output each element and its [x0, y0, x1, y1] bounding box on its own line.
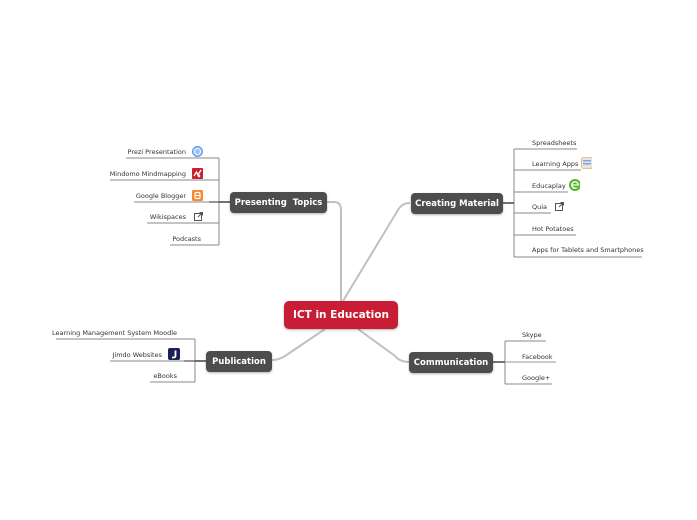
material-hot-potatoes[interactable]: Hot Potatoes: [532, 225, 574, 233]
topic-wikispaces[interactable]: Wikispaces: [150, 213, 186, 221]
topic-podcasts[interactable]: Podcasts: [172, 235, 201, 243]
material-label: Hot Potatoes: [532, 225, 574, 233]
branch-label: Publication: [212, 356, 266, 367]
branch-label: Presenting Topics: [234, 197, 323, 208]
topic-label: Prezi Presentation: [127, 148, 186, 156]
communication-label: Facebook: [522, 353, 553, 361]
publication-lms-moodle[interactable]: Learning Management System Moodle: [52, 329, 177, 337]
publication-ebooks[interactable]: eBooks: [153, 372, 177, 380]
branch-publication[interactable]: Publication: [206, 351, 272, 372]
prezi-icon[interactable]: [192, 146, 203, 157]
blogger-icon[interactable]: [192, 190, 203, 201]
branch-creating-material[interactable]: Creating Material: [411, 193, 503, 214]
communication-label: Google+: [522, 374, 551, 382]
topic-label: Wikispaces: [149, 213, 186, 221]
material-educaplay[interactable]: Educaplay: [532, 182, 566, 190]
material-label: Quia: [532, 203, 548, 211]
material-label: Educaplay: [532, 182, 566, 190]
mindomo-icon[interactable]: [192, 168, 203, 179]
communication-google-plus[interactable]: Google+: [522, 374, 550, 382]
external-link-icon[interactable]: [193, 211, 204, 222]
branch-label: Creating Material: [415, 198, 499, 209]
branch-presenting-topics[interactable]: Presenting Topics: [230, 192, 327, 213]
communication-facebook[interactable]: Facebook: [522, 353, 553, 361]
material-learning-apps[interactable]: Learning Apps: [532, 160, 578, 168]
material-spreadsheets[interactable]: Spreadsheets: [532, 139, 576, 147]
branch-label: Communication: [413, 357, 489, 368]
learningapps-icon[interactable]: [581, 156, 592, 169]
topic-mindomo-mindmapping[interactable]: Mindomo Mindmapping: [110, 170, 186, 178]
material-label: Learning Apps: [532, 160, 579, 168]
branch-communication[interactable]: Communication: [409, 352, 493, 373]
communication-skype[interactable]: Skype: [522, 331, 542, 339]
publication-jimdo-websites[interactable]: Jimdo Websites: [112, 351, 162, 359]
root-node[interactable]: ICT in Education: [284, 301, 398, 329]
jimdo-icon[interactable]: [168, 348, 180, 360]
external-link-icon[interactable]: [554, 201, 565, 212]
topic-google-blogger[interactable]: Google Blogger: [136, 192, 186, 200]
root-label: ICT in Education: [293, 309, 389, 321]
topic-label: Mindomo Mindmapping: [109, 170, 186, 178]
material-apps-tablets-smartphones[interactable]: Apps for Tablets and Smartphones: [532, 246, 644, 254]
topic-prezi-presentation[interactable]: Prezi Presentation: [128, 148, 186, 156]
publication-label: Jimdo Websites: [112, 351, 162, 359]
communication-label: Skype: [522, 331, 542, 339]
material-quia[interactable]: Quia: [532, 203, 547, 211]
topic-label: Google Blogger: [135, 192, 186, 200]
topic-label: Podcasts: [172, 235, 201, 243]
publication-label: eBooks: [153, 372, 177, 380]
material-label: Apps for Tablets and Smartphones: [532, 246, 644, 254]
material-label: Spreadsheets: [532, 139, 577, 147]
educaplay-icon[interactable]: [569, 178, 580, 191]
publication-label: Learning Management System Moodle: [52, 329, 177, 337]
